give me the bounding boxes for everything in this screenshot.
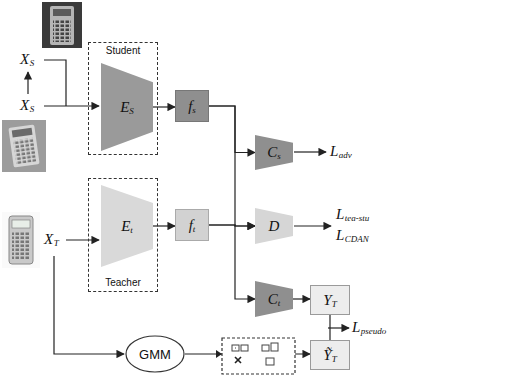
node-label: C (268, 292, 278, 307)
node-label: t (278, 299, 281, 308)
loss-symbol: L (330, 144, 338, 159)
node-label: s (277, 152, 281, 161)
gmm-ellipse: GMM (125, 335, 185, 373)
node-label: t (193, 225, 196, 234)
pseudo-label-box: ỸT (310, 340, 350, 370)
node-label: D (269, 219, 280, 234)
node-label: Y (323, 293, 331, 308)
node-label: S (129, 107, 134, 116)
connector-arrow (209, 225, 255, 299)
node-label: C (267, 145, 277, 160)
discriminator: D (255, 208, 293, 244)
feature-box: fs (175, 90, 209, 122)
node-label: Student (106, 46, 140, 56)
target-classifier: Ct (255, 281, 293, 317)
connector-arrow (153, 225, 175, 226)
node-label: E (120, 100, 129, 115)
teacher-encoder: Et (101, 185, 153, 267)
source-image (42, 2, 82, 48)
node-label: Teacher (105, 278, 141, 288)
connector-arrow (153, 106, 175, 107)
node-label: t (130, 226, 133, 235)
node-label: E (121, 219, 130, 234)
node-label: Ỹ (323, 348, 331, 363)
subscript: T (54, 239, 59, 248)
loss-symbol: L (336, 228, 344, 243)
student-encoder: ES (101, 63, 153, 151)
subscript: pseudo (361, 327, 387, 336)
input-wire (28, 60, 349, 354)
input-symbol: X (44, 232, 53, 247)
subscript: adv (339, 151, 352, 160)
input-symbol: X (20, 52, 29, 67)
subscript: CDAN (345, 235, 369, 244)
connector-arrow (209, 106, 255, 153)
node-label: GMM (139, 348, 171, 361)
feature-box: ft (175, 209, 209, 241)
input-symbol: X (20, 98, 29, 113)
node-label: T (332, 300, 337, 309)
connector-arrow (209, 106, 255, 226)
teacher-group: Teacher Et (88, 178, 158, 292)
subscript: tea-stu (345, 214, 370, 223)
prediction-box: YT (310, 285, 350, 315)
source-classifier: Cs (255, 135, 293, 170)
node-label: f (188, 99, 192, 114)
student-group: StudentES (88, 42, 158, 155)
clustering-box (216, 338, 295, 374)
subscript: S (30, 59, 35, 68)
node-label: s (192, 106, 196, 115)
loss-symbol: L (352, 320, 360, 335)
node-label: f (189, 218, 193, 233)
target-image (2, 212, 40, 268)
connector-arrow (293, 298, 310, 299)
subscript: S (30, 105, 35, 114)
node-label: T (332, 355, 337, 364)
source-image (2, 120, 46, 172)
loss-symbol: L (336, 207, 344, 222)
